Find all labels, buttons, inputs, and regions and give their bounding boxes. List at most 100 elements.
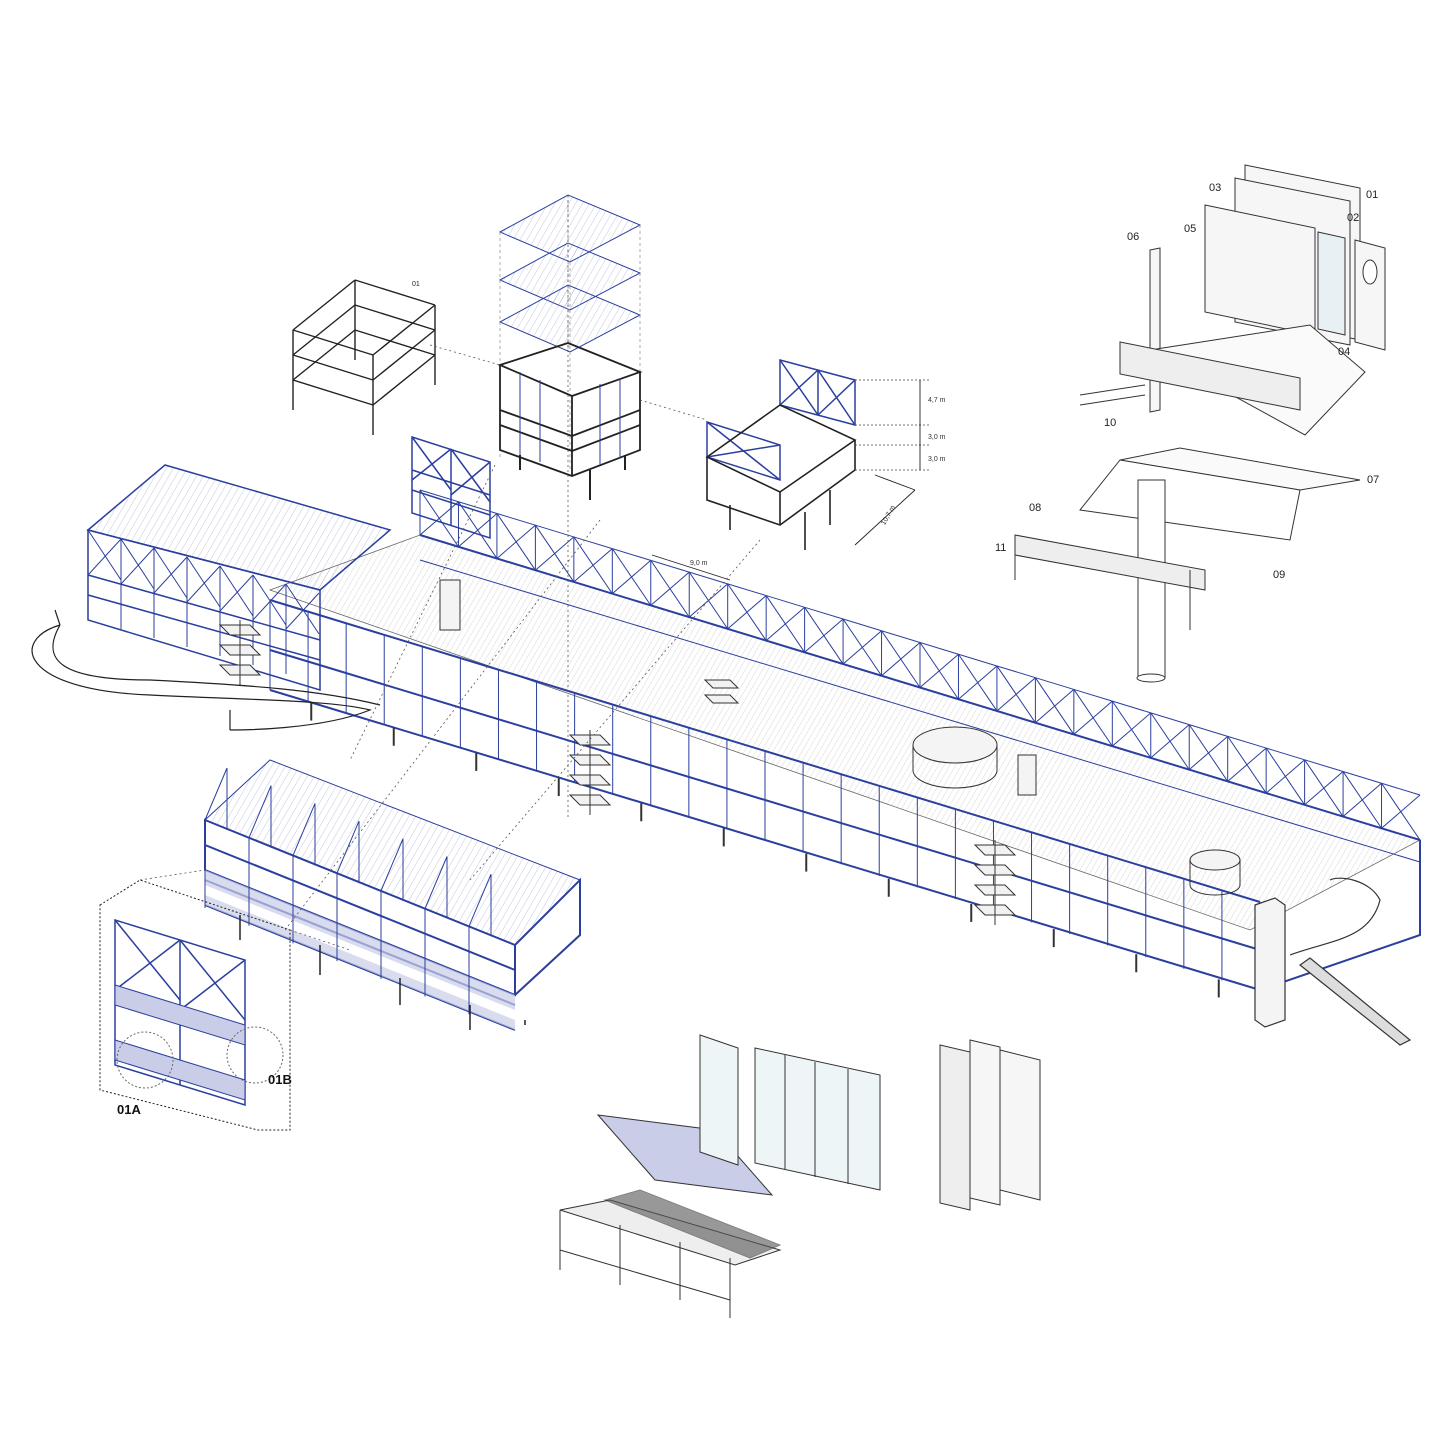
left-brace bbox=[87, 529, 122, 581]
back-top-rail bbox=[958, 653, 998, 667]
back-top-rail bbox=[1150, 712, 1190, 726]
detail-label-01a: 01A bbox=[117, 1102, 141, 1117]
back-brace bbox=[1111, 712, 1152, 747]
back-brace bbox=[1381, 794, 1421, 829]
back-top-rail bbox=[1112, 700, 1151, 714]
back-brace bbox=[765, 606, 805, 641]
frame-beam bbox=[292, 329, 356, 381]
back-panels bbox=[419, 489, 1421, 841]
detail-label-03: 03 bbox=[1209, 182, 1222, 194]
main-back-rail bbox=[419, 559, 1421, 863]
frame-beam bbox=[292, 304, 356, 356]
back-brace bbox=[1265, 759, 1305, 794]
lower-brace bbox=[380, 838, 404, 891]
back-top-rail bbox=[1189, 724, 1228, 737]
left-brace bbox=[186, 565, 221, 603]
pilotis bbox=[310, 702, 1220, 998]
module-frame-01 bbox=[292, 279, 436, 435]
back-top-rail bbox=[996, 665, 1036, 679]
back-brace bbox=[419, 501, 459, 536]
back-brace bbox=[804, 618, 844, 653]
left-brace bbox=[252, 583, 287, 621]
detail-label-10: 10 bbox=[1104, 417, 1117, 429]
back-top-rail bbox=[1035, 677, 1074, 690]
lower-brace bbox=[468, 874, 492, 927]
back-brace bbox=[688, 583, 729, 618]
height-top-label: 4,7 m bbox=[928, 397, 946, 404]
back-brace bbox=[1188, 735, 1229, 770]
lower-module bbox=[204, 759, 581, 1031]
wall-detail bbox=[1014, 164, 1386, 683]
back-top-rail bbox=[727, 583, 767, 597]
back-brace bbox=[611, 560, 652, 595]
frame-beam bbox=[354, 279, 436, 306]
projection-lines bbox=[139, 195, 761, 951]
left-brace bbox=[120, 547, 155, 585]
detail-label-09: 09 bbox=[1273, 569, 1286, 581]
left-brace bbox=[153, 547, 188, 599]
detail-label-01: 01 bbox=[1366, 189, 1379, 201]
left-brace bbox=[219, 565, 254, 617]
left-brace bbox=[153, 556, 188, 594]
detail-label-01b: 01B bbox=[268, 1072, 292, 1087]
left-brace bbox=[285, 583, 320, 635]
back-top-rail bbox=[1266, 747, 1305, 761]
lower-brace bbox=[424, 856, 448, 909]
back-brace bbox=[1150, 724, 1190, 759]
left-brace bbox=[120, 538, 155, 590]
left-brace bbox=[186, 556, 221, 608]
back-top-rail bbox=[573, 536, 613, 550]
left-brace bbox=[252, 574, 287, 626]
left-brace bbox=[219, 574, 254, 612]
back-brace bbox=[1073, 700, 1113, 735]
ramp bbox=[31, 609, 381, 731]
detail-label-02: 02 bbox=[1347, 212, 1360, 224]
frame-beam bbox=[372, 354, 436, 406]
frame-beam bbox=[354, 329, 436, 356]
back-top-rail bbox=[766, 595, 805, 608]
back-top-rail bbox=[804, 606, 844, 620]
back-top-rail bbox=[612, 548, 651, 561]
back-brace bbox=[996, 677, 1036, 712]
cylinders bbox=[439, 579, 1241, 896]
frame-beam bbox=[372, 329, 436, 381]
height-bot-label: 3,0 m bbox=[928, 456, 946, 463]
lower-brace bbox=[248, 785, 272, 838]
left-brace bbox=[87, 538, 122, 576]
back-top-rail bbox=[1073, 688, 1113, 702]
frame-beam bbox=[292, 379, 374, 406]
back-brace bbox=[727, 595, 767, 630]
frame-beam bbox=[372, 304, 436, 356]
back-brace bbox=[842, 630, 882, 665]
frame-beam bbox=[354, 304, 436, 331]
back-top-rail bbox=[881, 630, 921, 643]
back-brace bbox=[535, 536, 575, 571]
central-module bbox=[497, 194, 643, 500]
back-brace bbox=[1035, 689, 1075, 724]
back-brace bbox=[496, 524, 536, 559]
detail-label-08: 08 bbox=[1029, 502, 1042, 514]
back-top-rail bbox=[535, 524, 574, 538]
back-top-rail bbox=[1381, 782, 1421, 796]
frame-beam bbox=[292, 354, 374, 381]
detail-label-06: 06 bbox=[1127, 231, 1140, 243]
back-top-rail bbox=[919, 642, 959, 655]
dimensioned-module bbox=[651, 359, 930, 581]
back-brace bbox=[919, 653, 959, 688]
back-brace bbox=[1227, 747, 1267, 782]
back-brace bbox=[881, 642, 921, 677]
frame-beam bbox=[292, 329, 374, 356]
back-top-rail bbox=[842, 618, 882, 632]
height-mid-label: 3,0 m bbox=[928, 434, 946, 441]
lower-brace bbox=[204, 767, 228, 821]
back-top-rail bbox=[419, 489, 459, 503]
back-top-rail bbox=[496, 512, 536, 526]
detail-box-01 bbox=[99, 879, 291, 1131]
stairs bbox=[218, 620, 1017, 925]
right-column bbox=[1254, 877, 1412, 1046]
detail-label-04: 04 bbox=[1338, 346, 1351, 358]
module-label-01: 01 bbox=[412, 281, 420, 288]
main-building bbox=[268, 489, 1422, 998]
back-brace bbox=[1342, 782, 1382, 817]
back-brace bbox=[650, 571, 690, 606]
